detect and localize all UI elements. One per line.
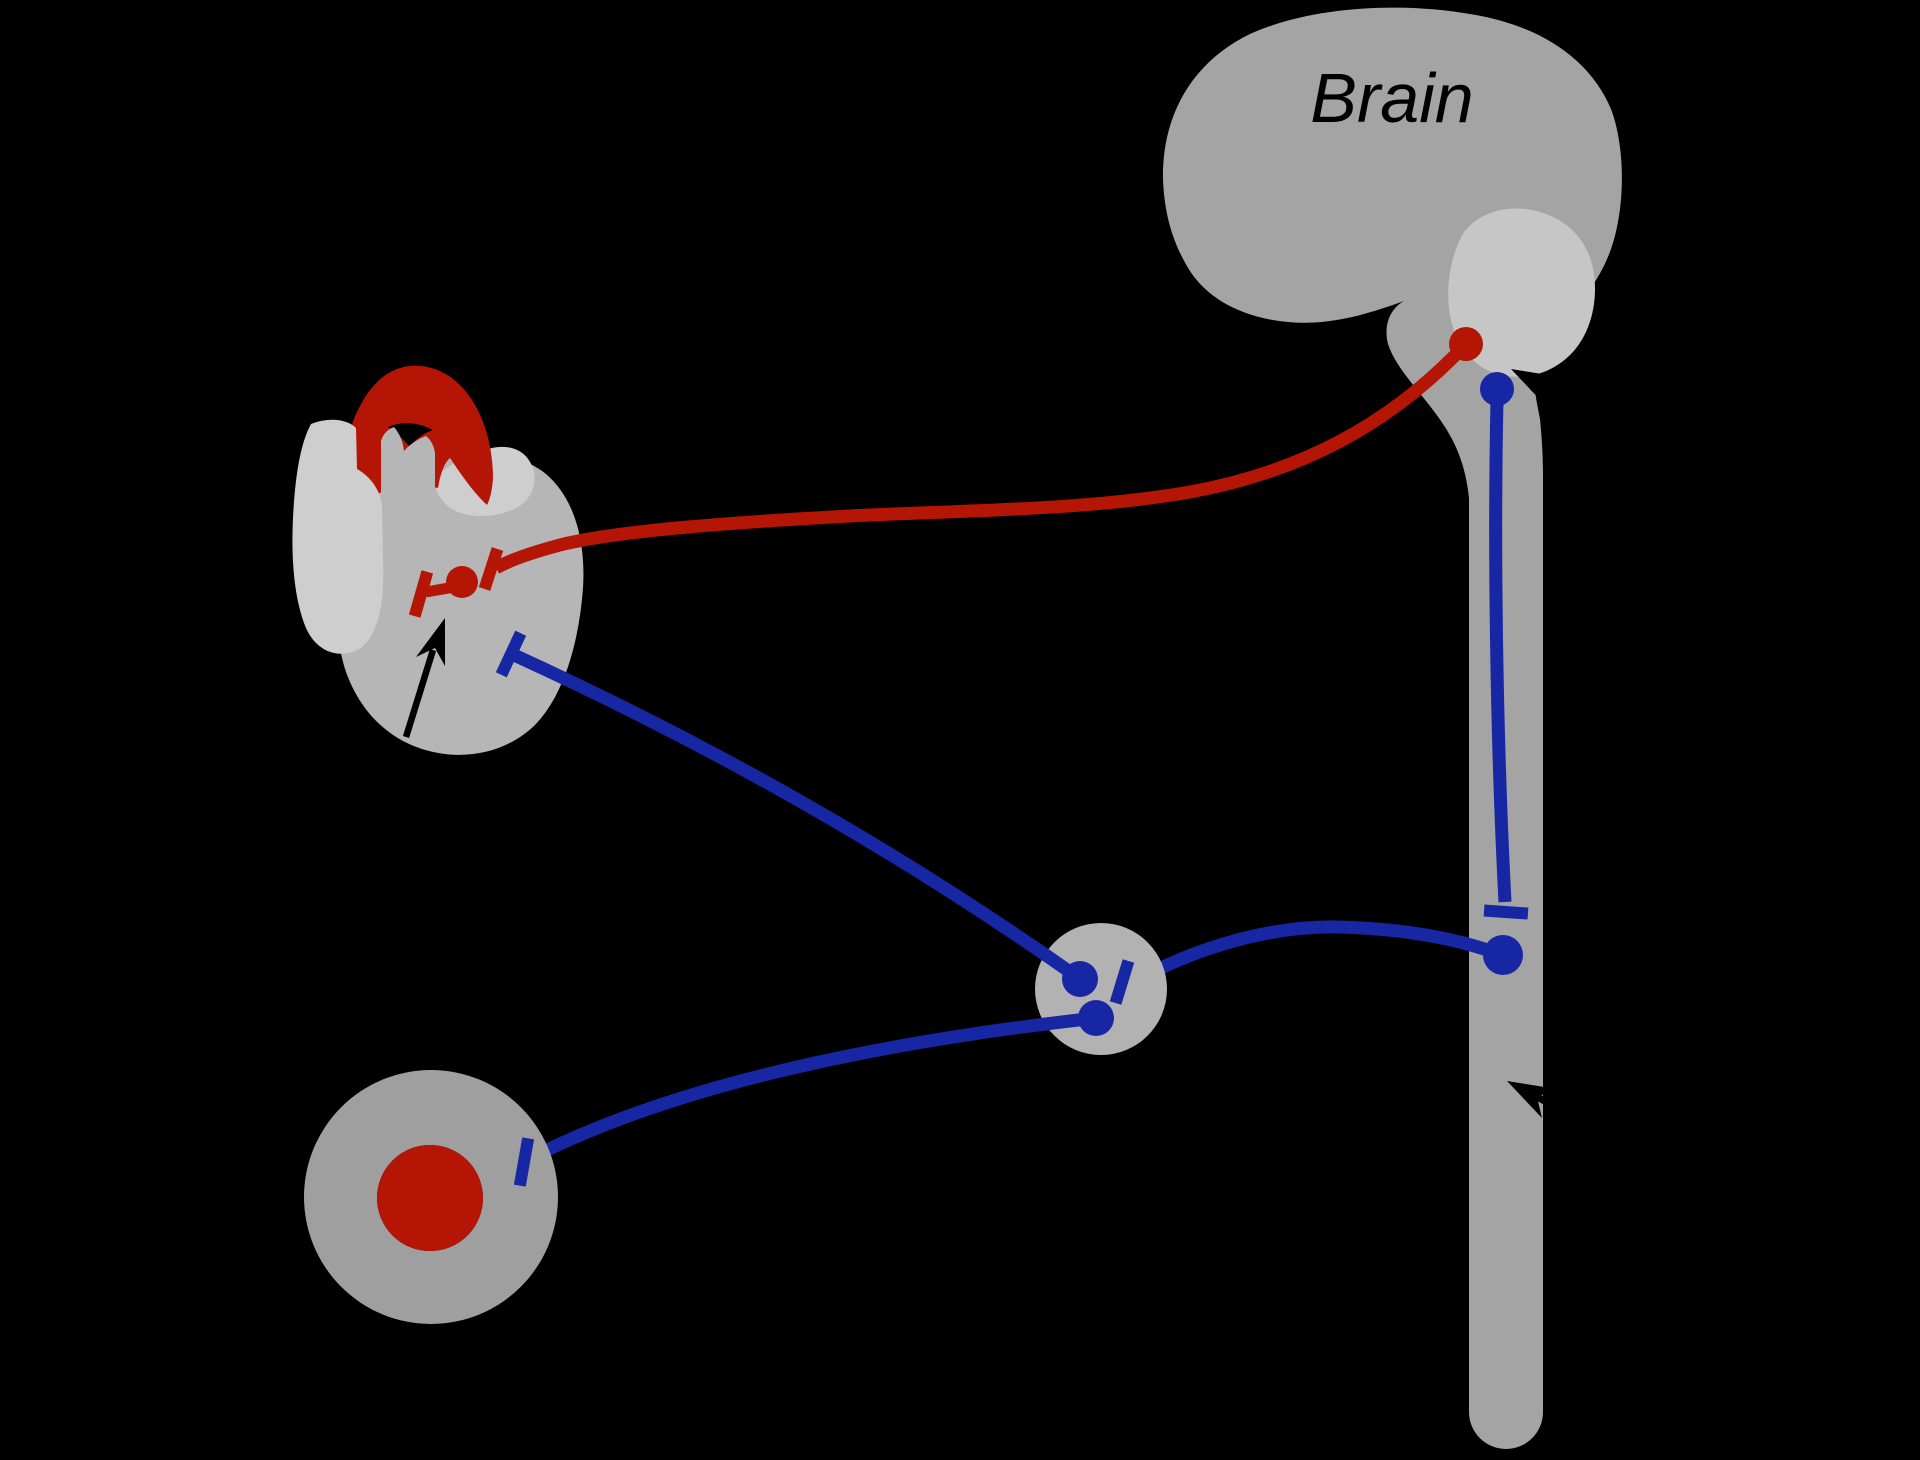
cerebellum-shape [1448,208,1596,377]
spinalcord-arrowhead-icon [1507,1081,1557,1118]
eye-terminal-bar [513,1137,535,1187]
heart-body [333,450,584,755]
pulmonary-trunk [381,427,435,512]
red-synapse-bar [478,547,504,591]
eye-pupil-circle-fill [377,1145,483,1251]
ganglion-neuron-dot-lower [1078,1000,1114,1036]
heart-blue-terminal-bar [495,630,527,678]
brain-label: Brain [1310,59,1473,137]
brainstem-arrowhead-icon [1511,369,1561,406]
ganglion-to-eye-fiber [524,1011,1097,1166]
brainstem-arrow-shaft [1539,381,1662,451]
aorta-arch-notch [388,423,433,447]
heart-node-arrowhead-icon [416,618,445,666]
spinalcord-arrow-shaft [1535,1093,1662,1165]
red-terminal-bar [408,570,434,618]
ganglion-neuron-dot-upper [1062,961,1098,997]
ganglion-synapse-bar [1109,959,1135,1005]
red-origin-dot [1449,327,1483,361]
blue-cord-synapse-bar [1483,904,1529,920]
blue-descending-fiber [1489,399,1512,903]
blue-origin-dot [1480,372,1514,406]
red-preganglionic-fiber [492,339,1471,574]
cord-relay-dot [1483,935,1523,975]
cord-to-ganglion-fiber [1127,920,1499,990]
heart-node-arrow-shaft [402,649,437,738]
heart-left-atrium [292,419,384,654]
ganglion-to-heart-fiber [511,649,1084,985]
red-neuron-dot [446,566,478,598]
